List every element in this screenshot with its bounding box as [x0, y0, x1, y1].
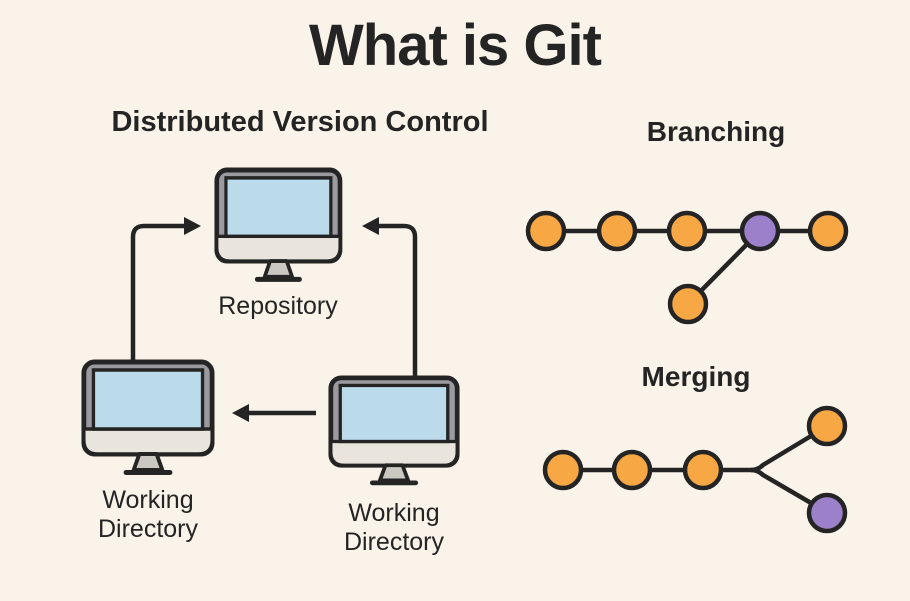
arrow-working-right-to-repository — [362, 217, 418, 376]
branching-commit-node-3 — [666, 210, 708, 252]
monitor-icon-repository — [217, 170, 340, 279]
merging-graph — [542, 405, 848, 534]
merging-commit-node-3 — [682, 449, 724, 491]
branching-branch-commit-node — [667, 283, 709, 325]
merging-commit-node-1 — [542, 449, 584, 491]
merging-branch-tip-top-node — [806, 405, 848, 447]
monitor-icon-working-directory-left — [84, 362, 212, 473]
branching-commit-node-5 — [807, 210, 849, 252]
arrow-working-right-to-working-left — [232, 404, 316, 422]
branching-heading: Branching — [646, 116, 786, 147]
branching-graph — [525, 210, 849, 325]
monitor-icon-working-directory-right — [331, 378, 457, 483]
branching-commit-node-4-branch-point — [739, 210, 781, 252]
merging-branch-tip-bottom-node — [806, 492, 848, 534]
merging-heading: Merging — [641, 361, 751, 392]
page-title: What is Git — [309, 13, 602, 78]
repository-label: Repository — [218, 292, 338, 320]
merging-commit-node-2 — [611, 449, 653, 491]
branching-commit-node-1 — [525, 210, 567, 252]
working-directory-left-label: Working Directory — [97, 486, 198, 544]
branching-commit-node-2 — [596, 210, 638, 252]
distributed-version-control-heading: Distributed Version Control — [111, 106, 489, 138]
working-directory-right-label: Working Directory — [343, 499, 444, 557]
arrow-working-left-to-repository — [130, 217, 201, 360]
